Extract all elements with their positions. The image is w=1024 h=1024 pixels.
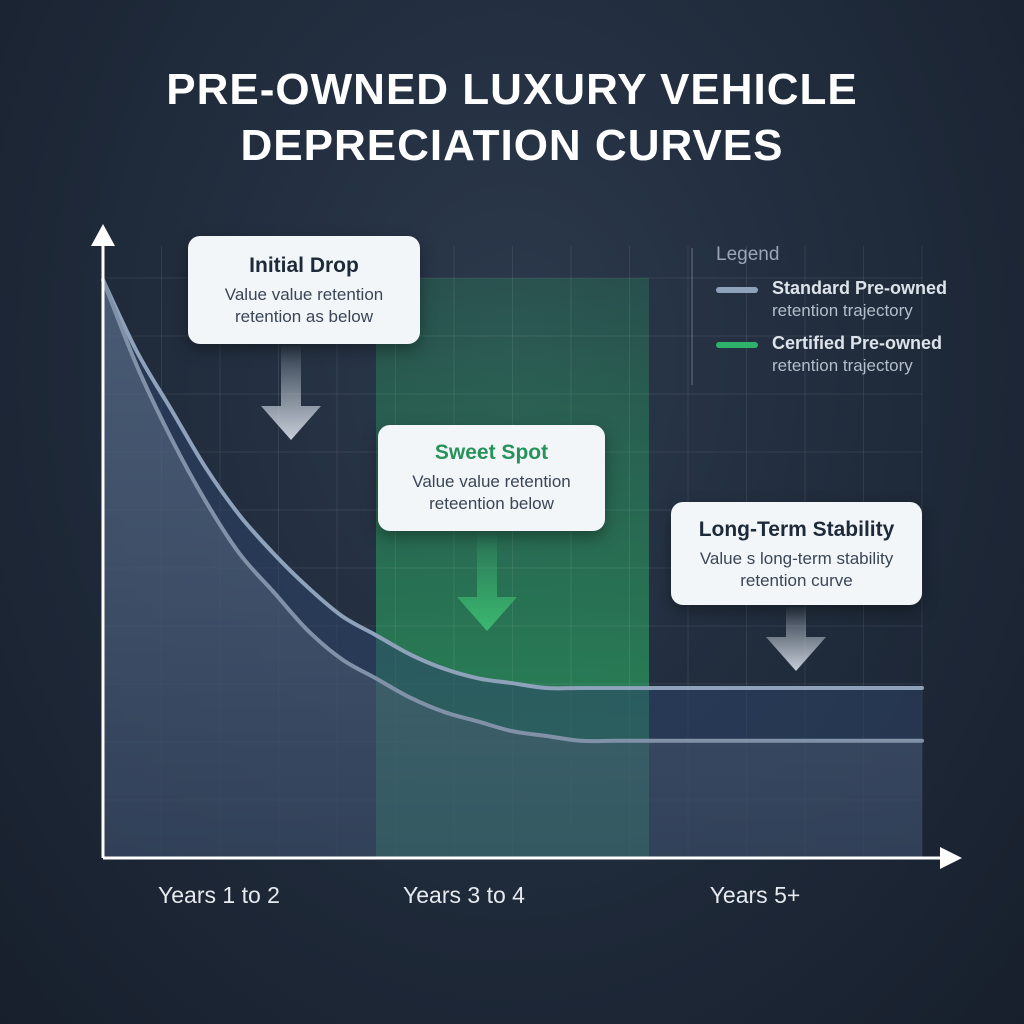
arrow-down-icon-long-term-stability — [766, 607, 826, 671]
legend-swatch-standard — [716, 287, 758, 293]
x-tick-label-years-3-4: Years 3 to 4 — [403, 882, 525, 908]
x-tick-label-years-5-plus: Years 5+ — [709, 882, 801, 908]
chart-title-line-1: PRE-OWNED LUXURY VEHICLE — [166, 65, 858, 114]
series-area-certified — [103, 280, 922, 858]
series-line-certified — [101, 278, 924, 744]
legend-swatch-certified — [716, 342, 758, 348]
annotation-long-term-stability: Long-Term Stability Value s long-term st… — [671, 502, 922, 605]
legend-item-standard: Standard Pre-owned retention trajectory — [692, 278, 992, 321]
legend-sublabel-standard: retention trajectory — [772, 301, 913, 320]
annotation-sweet-spot-text: Value value retention reteention below — [412, 472, 571, 513]
legend-sublabel-certified: retention trajectory — [772, 356, 913, 375]
chart-title-line-2: DEPRECIATION CURVES — [240, 121, 784, 170]
legend-label-standard: Standard Pre-owned — [772, 278, 948, 298]
legend-item-certified: Certified Pre-owned retention trajectory — [692, 333, 992, 376]
legend-label-certified: Certified Pre-owned — [772, 333, 943, 353]
annotation-long-term-stability-text: Value s long-term stability retention cu… — [699, 549, 894, 590]
y-axis-arrow-icon — [91, 224, 115, 246]
chart-legend: Legend Standard Pre-owned retention traj… — [692, 244, 992, 376]
arrow-down-icon-sweet-spot — [457, 533, 517, 631]
annotation-initial-drop-text: Value value retention retention as below — [224, 285, 384, 326]
annotation-initial-drop: Initial Drop Value value retention reten… — [188, 236, 420, 344]
x-axis-arrow-icon — [940, 847, 962, 869]
chart-title: PRE-OWNED LUXURY VEHICLE DEPRECIATION CU… — [0, 62, 1024, 174]
annotation-sweet-spot-title: Sweet Spot — [434, 441, 549, 464]
legend-title: Legend — [716, 244, 780, 265]
annotation-sweet-spot: Sweet Spot Value value retention reteent… — [378, 425, 605, 531]
annotation-long-term-stability-title: Long-Term Stability — [698, 518, 895, 541]
arrow-down-icon-initial-drop — [261, 346, 321, 440]
annotation-initial-drop-title: Initial Drop — [249, 254, 359, 277]
x-tick-label-years-1-2: Years 1 to 2 — [158, 882, 280, 908]
series-line-standard — [101, 278, 924, 691]
